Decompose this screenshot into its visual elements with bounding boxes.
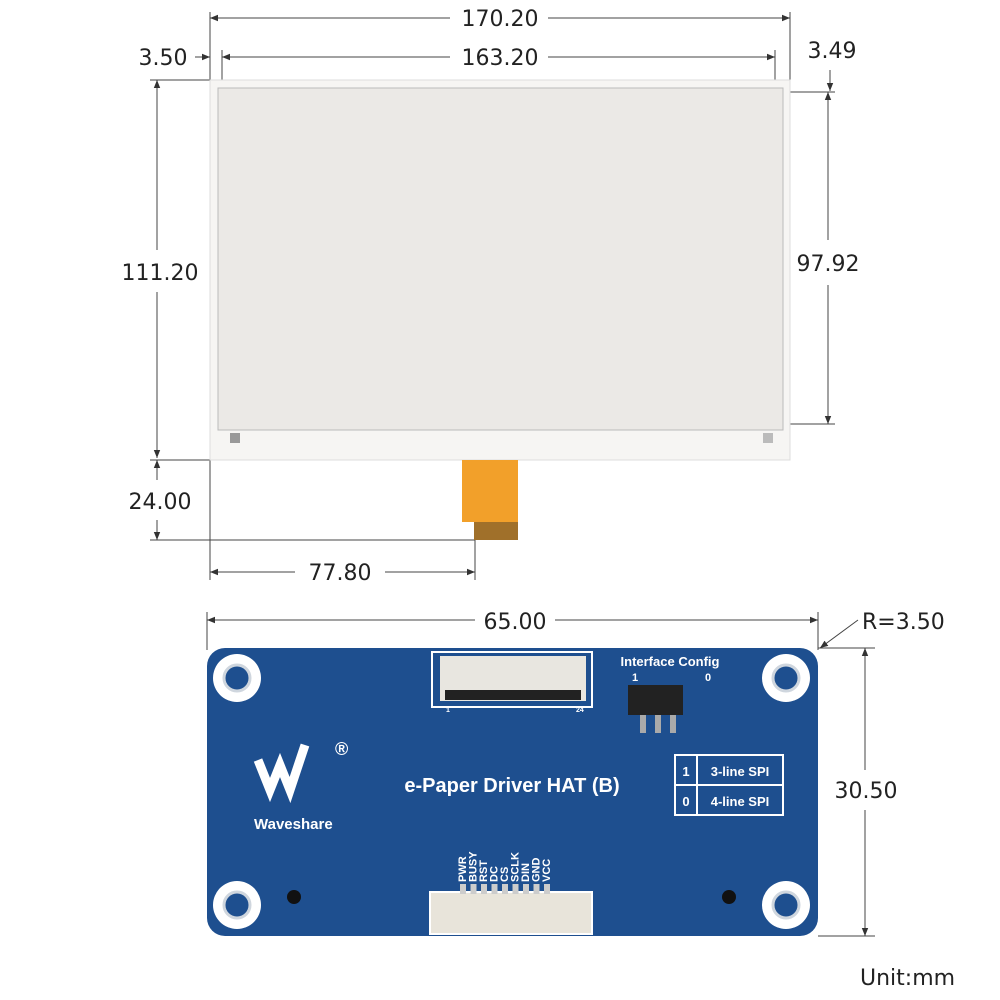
waveshare-logo bbox=[253, 743, 310, 804]
pin-label: BUSY bbox=[468, 851, 480, 882]
pin bbox=[470, 884, 477, 894]
pin-label: GND bbox=[531, 858, 543, 883]
label-fpc-offset: 77.80 bbox=[309, 561, 372, 586]
brand-name: Waveshare bbox=[254, 816, 333, 833]
pin-first: 1 bbox=[446, 707, 450, 714]
pin-label: PWR bbox=[457, 856, 469, 882]
pin bbox=[512, 884, 519, 894]
label-corner-radius: R=3.50 bbox=[862, 610, 945, 635]
registered-mark: ® bbox=[335, 739, 348, 759]
pin bbox=[460, 884, 466, 894]
label-outer-height: 111.20 bbox=[122, 261, 199, 286]
pin bbox=[502, 884, 508, 894]
config-mode: 3-line SPI bbox=[711, 764, 770, 779]
active-area bbox=[217, 87, 784, 431]
unit-label: Unit:mm bbox=[860, 966, 955, 991]
pin-last: 24 bbox=[576, 707, 584, 714]
pin bbox=[523, 884, 529, 894]
pin-label: RST bbox=[478, 860, 490, 882]
switch-label: Interface Config bbox=[621, 654, 720, 669]
config-value: 0 bbox=[682, 794, 689, 809]
label-board-height: 30.50 bbox=[835, 779, 898, 804]
label-active-width: 163.20 bbox=[462, 46, 539, 71]
dimension-lines bbox=[150, 12, 875, 937]
pin bbox=[491, 884, 498, 894]
pin bbox=[533, 884, 540, 894]
label-fpc-length: 24.00 bbox=[129, 490, 192, 515]
epaper-display bbox=[209, 79, 791, 540]
pin-label: DIN bbox=[520, 863, 532, 882]
label-outer-width: 170.20 bbox=[462, 7, 539, 32]
config-mode: 4-line SPI bbox=[711, 794, 770, 809]
label-active-height: 97.92 bbox=[797, 252, 860, 277]
driver-board bbox=[207, 648, 818, 936]
pin-label: SCLK bbox=[510, 852, 522, 882]
pin-label: CS bbox=[499, 867, 511, 882]
label-board-width: 65.00 bbox=[484, 610, 547, 635]
pin bbox=[544, 884, 550, 894]
pin-label: VCC bbox=[541, 859, 553, 882]
switch-pos-0: 0 bbox=[705, 672, 711, 684]
pin bbox=[481, 884, 487, 894]
label-left-margin: 3.50 bbox=[139, 46, 188, 71]
pin-label: DC bbox=[489, 866, 501, 882]
fpc-cable bbox=[462, 460, 518, 522]
label-right-margin: 3.49 bbox=[808, 39, 857, 64]
labels: 170.20 163.20 3.50 3.49 111.20 97.92 24.… bbox=[122, 7, 956, 991]
config-table: 1 3-line SPI 0 4-line SPI bbox=[682, 764, 769, 809]
board-title: e-Paper Driver HAT (B) bbox=[404, 775, 619, 797]
switch-pos-1: 1 bbox=[632, 672, 638, 684]
config-value: 1 bbox=[682, 764, 689, 779]
